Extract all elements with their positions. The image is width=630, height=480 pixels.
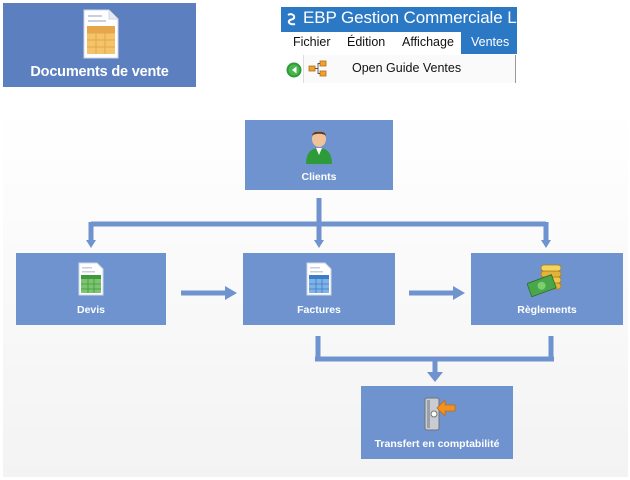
node-label: Règlements — [517, 304, 577, 316]
node-transfert[interactable]: Transfert en comptabilité — [361, 386, 513, 459]
binder-arrow-icon — [424, 397, 456, 431]
menu-bar: Fichier Édition Affichage Ventes — [281, 32, 517, 54]
node-label: Factures — [297, 304, 341, 316]
green-spreadsheet-icon — [78, 262, 104, 296]
menu-fichier[interactable]: Fichier — [293, 35, 331, 49]
flowchart-icon — [308, 60, 327, 77]
menu-affichage[interactable]: Affichage — [402, 35, 454, 49]
tile-label: Documents de vente — [30, 64, 169, 80]
app-title: EBP Gestion Commerciale Ligne — [303, 8, 517, 27]
spreadsheet-document-icon — [83, 9, 119, 59]
arrowhead — [225, 286, 237, 300]
open-guide-ventes-label: Open Guide Ventes — [352, 61, 462, 75]
sales-flow-diagram: Clients Devis Fact — [3, 110, 628, 477]
node-label: Devis — [76, 304, 106, 316]
node-clients[interactable]: Clients — [245, 120, 393, 190]
money-coins-icon — [527, 264, 562, 297]
dropdown-panel: Open Guide Ventes — [303, 55, 516, 83]
diagram-connectors — [86, 198, 554, 382]
arrowhead — [453, 286, 465, 300]
menu-ventes[interactable]: Ventes — [461, 32, 517, 54]
arrowhead — [541, 240, 551, 248]
arrowhead — [86, 240, 96, 248]
node-reglements[interactable]: Règlements — [471, 253, 623, 325]
arrowhead — [314, 240, 324, 248]
node-factures[interactable]: Factures — [243, 253, 395, 325]
blue-spreadsheet-icon — [306, 262, 332, 296]
arrowhead — [427, 372, 443, 382]
menu-edition[interactable]: Édition — [347, 35, 386, 49]
documents-de-vente-tile[interactable]: Documents de vente — [3, 3, 196, 87]
title-bar: EBP Gestion Commerciale Ligne — [281, 7, 517, 32]
ventes-dropdown: Open Guide Ventes — [281, 55, 517, 87]
node-devis[interactable]: Devis — [16, 253, 166, 325]
node-label: Clients — [301, 171, 337, 183]
person-icon — [306, 131, 332, 164]
open-guide-ventes-item[interactable]: Open Guide Ventes — [304, 55, 515, 83]
app-window: EBP Gestion Commerciale Ligne Fichier Éd… — [281, 7, 517, 87]
node-label: Transfert en comptabilité — [374, 438, 500, 450]
green-back-arrow-icon[interactable] — [286, 62, 302, 78]
app-logo-icon — [285, 12, 298, 27]
